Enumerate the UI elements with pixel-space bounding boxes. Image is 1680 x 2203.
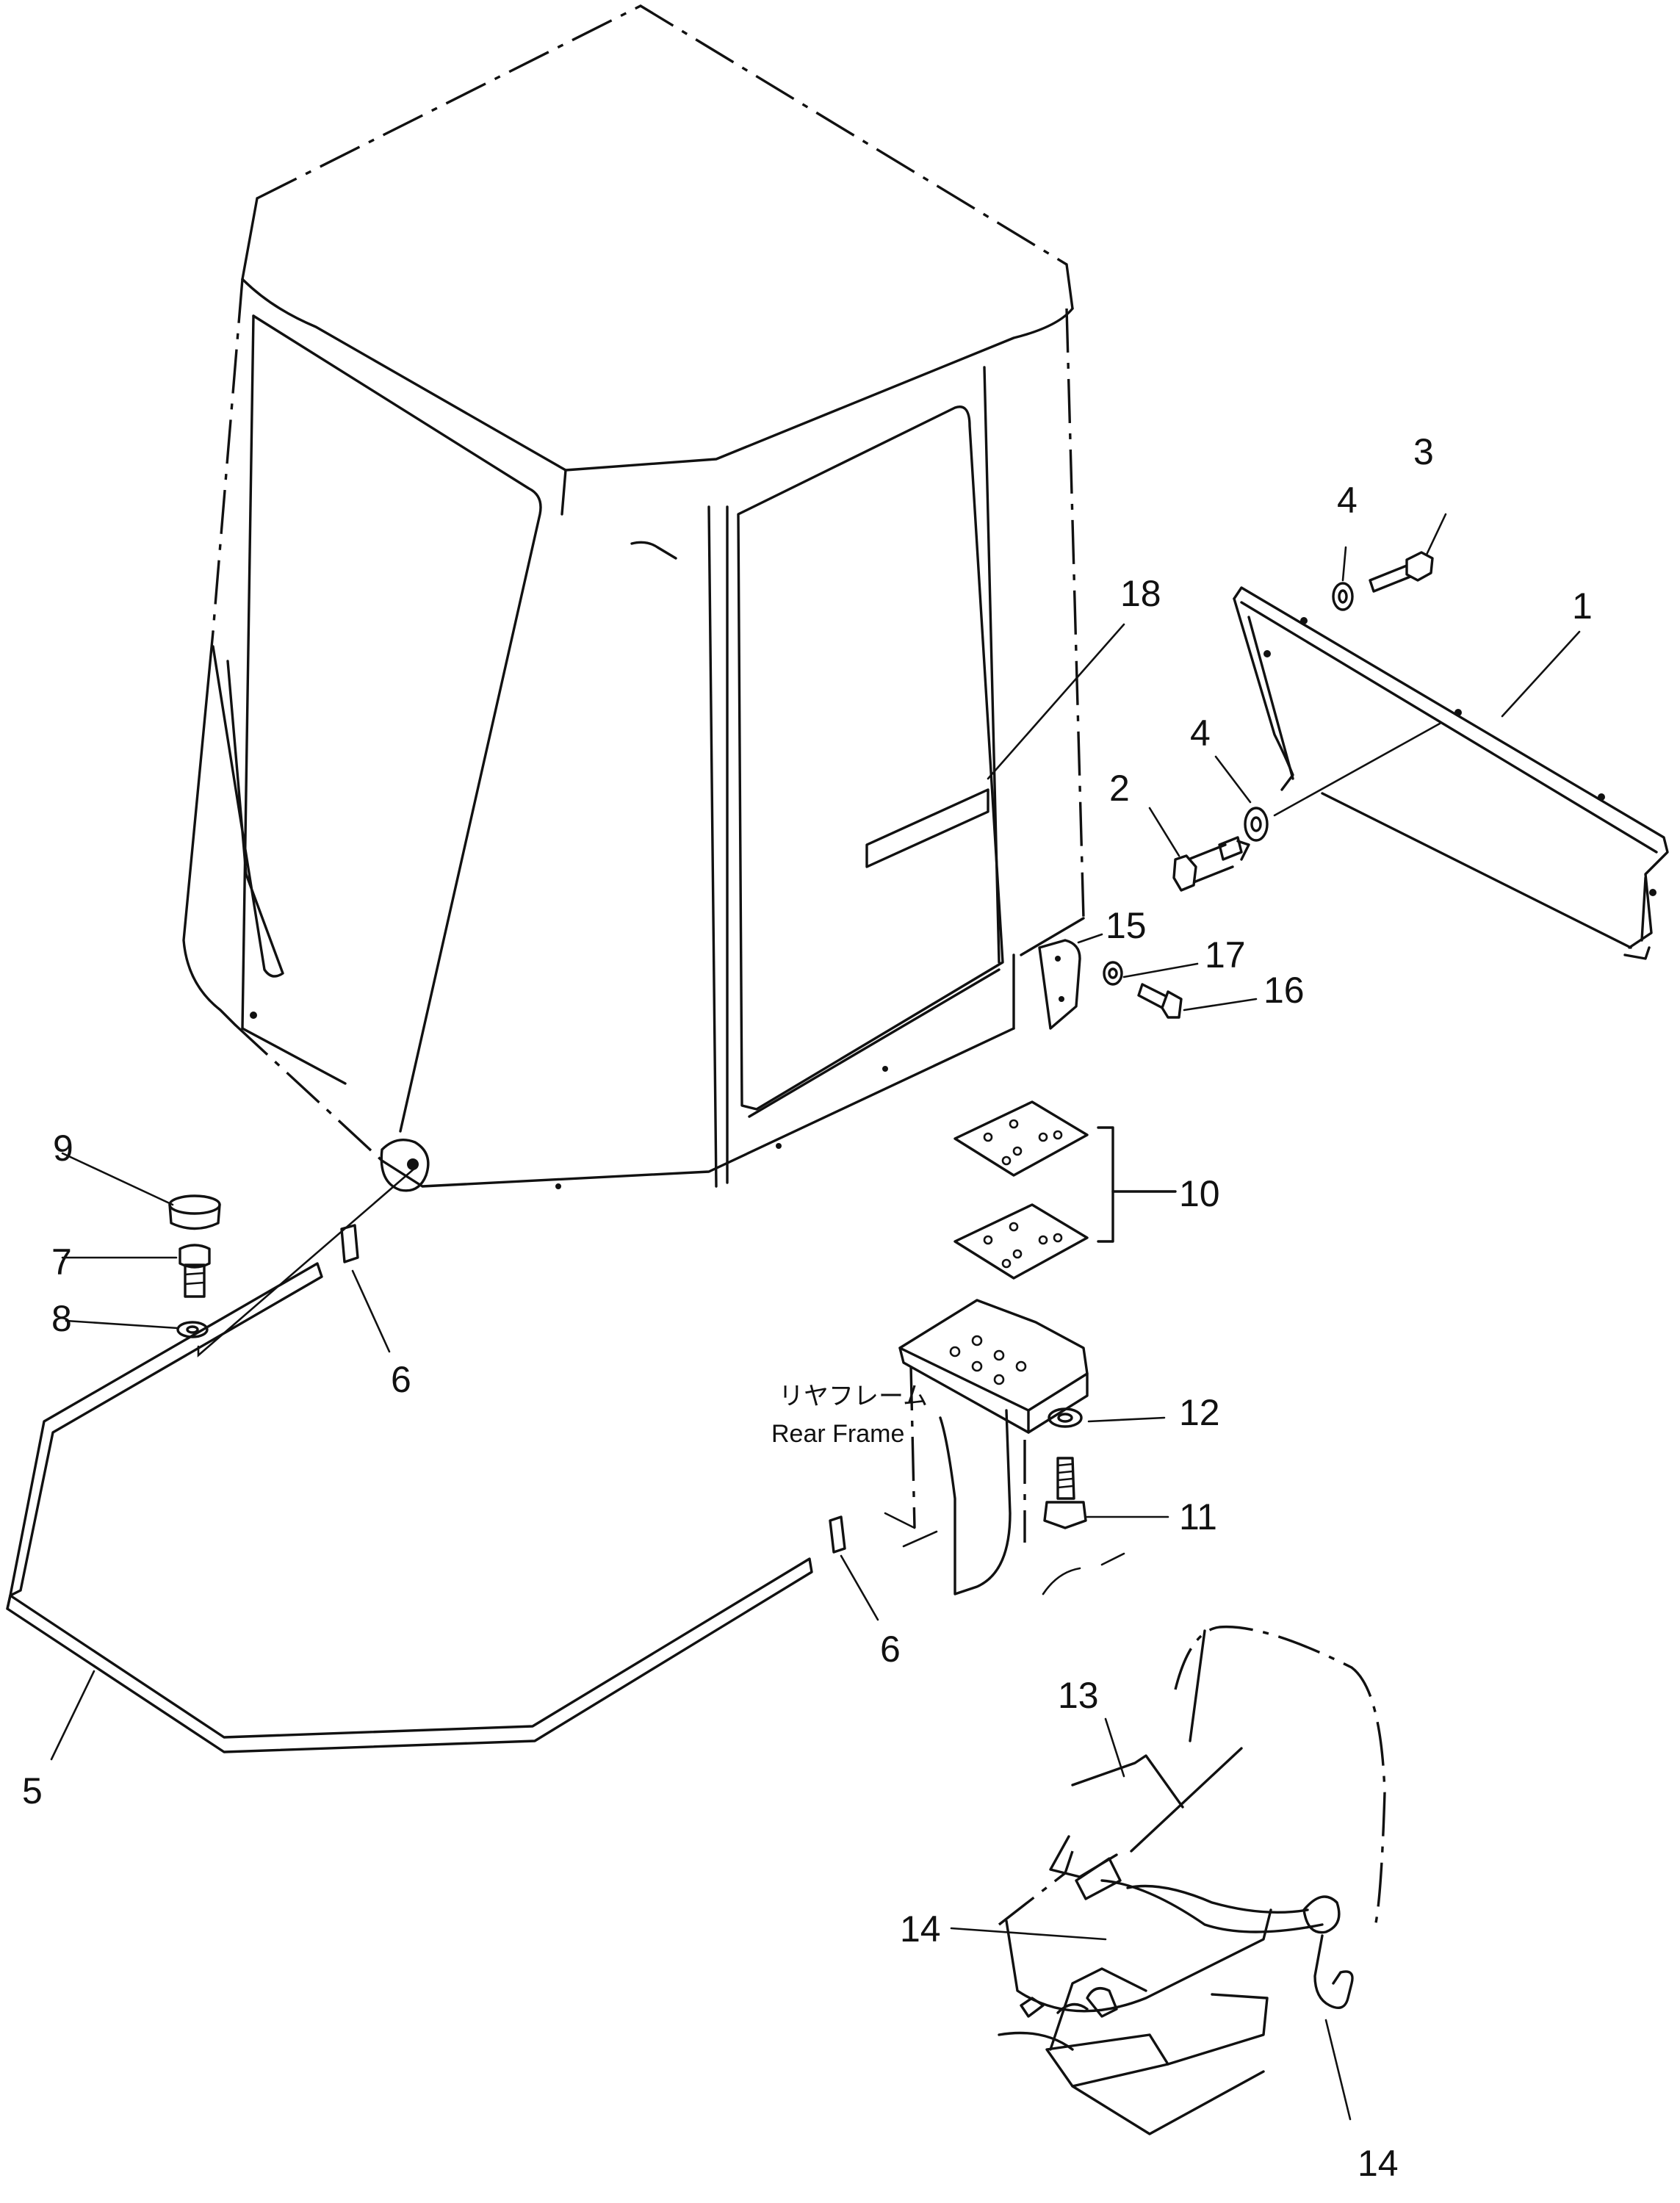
callout-14-left: 14 (900, 1908, 941, 1950)
callout-16: 16 (1263, 970, 1305, 1011)
callout-13: 13 (1058, 1675, 1099, 1716)
rear-frame-label-en: Rear Frame (771, 1420, 904, 1448)
part-frame-1 (1233, 586, 1669, 960)
callout-leaders (50, 513, 1581, 2121)
part-bolt-2 (1172, 836, 1250, 892)
part-pads-10 (953, 1100, 1177, 1280)
callout-14-bottom: 14 (1358, 2143, 1399, 2184)
part-spacer-6-lower (829, 1515, 846, 1554)
callout-8: 8 (51, 1298, 72, 1339)
callout-5: 5 (22, 1770, 43, 1811)
callout-3: 3 (1413, 431, 1434, 472)
callout-12: 12 (1179, 1392, 1220, 1433)
rear-frame-label: リヤフレーム Rear Frame (771, 1382, 928, 1448)
callout-18: 18 (1120, 573, 1161, 614)
part-bolt-16 (1137, 983, 1183, 1019)
callout-11: 11 (1179, 1496, 1217, 1537)
callout-6-lower: 6 (880, 1629, 901, 1670)
part-bracket-15 (1038, 939, 1081, 1030)
part-seat-13 (998, 1625, 1386, 2135)
callout-1: 1 (1572, 585, 1593, 627)
part-bolt-7 (179, 1244, 211, 1298)
part-washer-4-top (1332, 582, 1354, 611)
part-bolt-11 (1043, 1457, 1087, 1529)
rear-frame-bracket (884, 1299, 1125, 1596)
part-spacer-6-upper (340, 1224, 359, 1263)
part-washer-4-lower (1244, 722, 1441, 842)
callout-4-lower: 4 (1190, 713, 1211, 754)
callout-numbers: 1 2 3 4 4 5 6 6 7 8 9 10 11 12 13 14 14 … (22, 431, 1593, 2184)
callout-17: 17 (1205, 934, 1246, 976)
part-floor-mat-5 (6, 1262, 813, 1753)
cab-assembly (182, 4, 1085, 1192)
callout-4-top: 4 (1337, 480, 1358, 521)
part-washer-12 (1048, 1407, 1083, 1428)
part-cap-9 (168, 1194, 221, 1230)
part-washer-8 (176, 1167, 417, 1358)
callout-6-upper: 6 (391, 1359, 411, 1400)
part-washer-17 (1103, 961, 1123, 986)
part-bolt-3 (1369, 551, 1434, 593)
callout-7: 7 (51, 1241, 72, 1283)
callout-10: 10 (1179, 1173, 1220, 1214)
rear-frame-label-jp: リヤフレーム (779, 1382, 928, 1410)
callout-15: 15 (1106, 905, 1147, 946)
callout-2: 2 (1109, 768, 1130, 809)
callout-9: 9 (53, 1128, 73, 1169)
